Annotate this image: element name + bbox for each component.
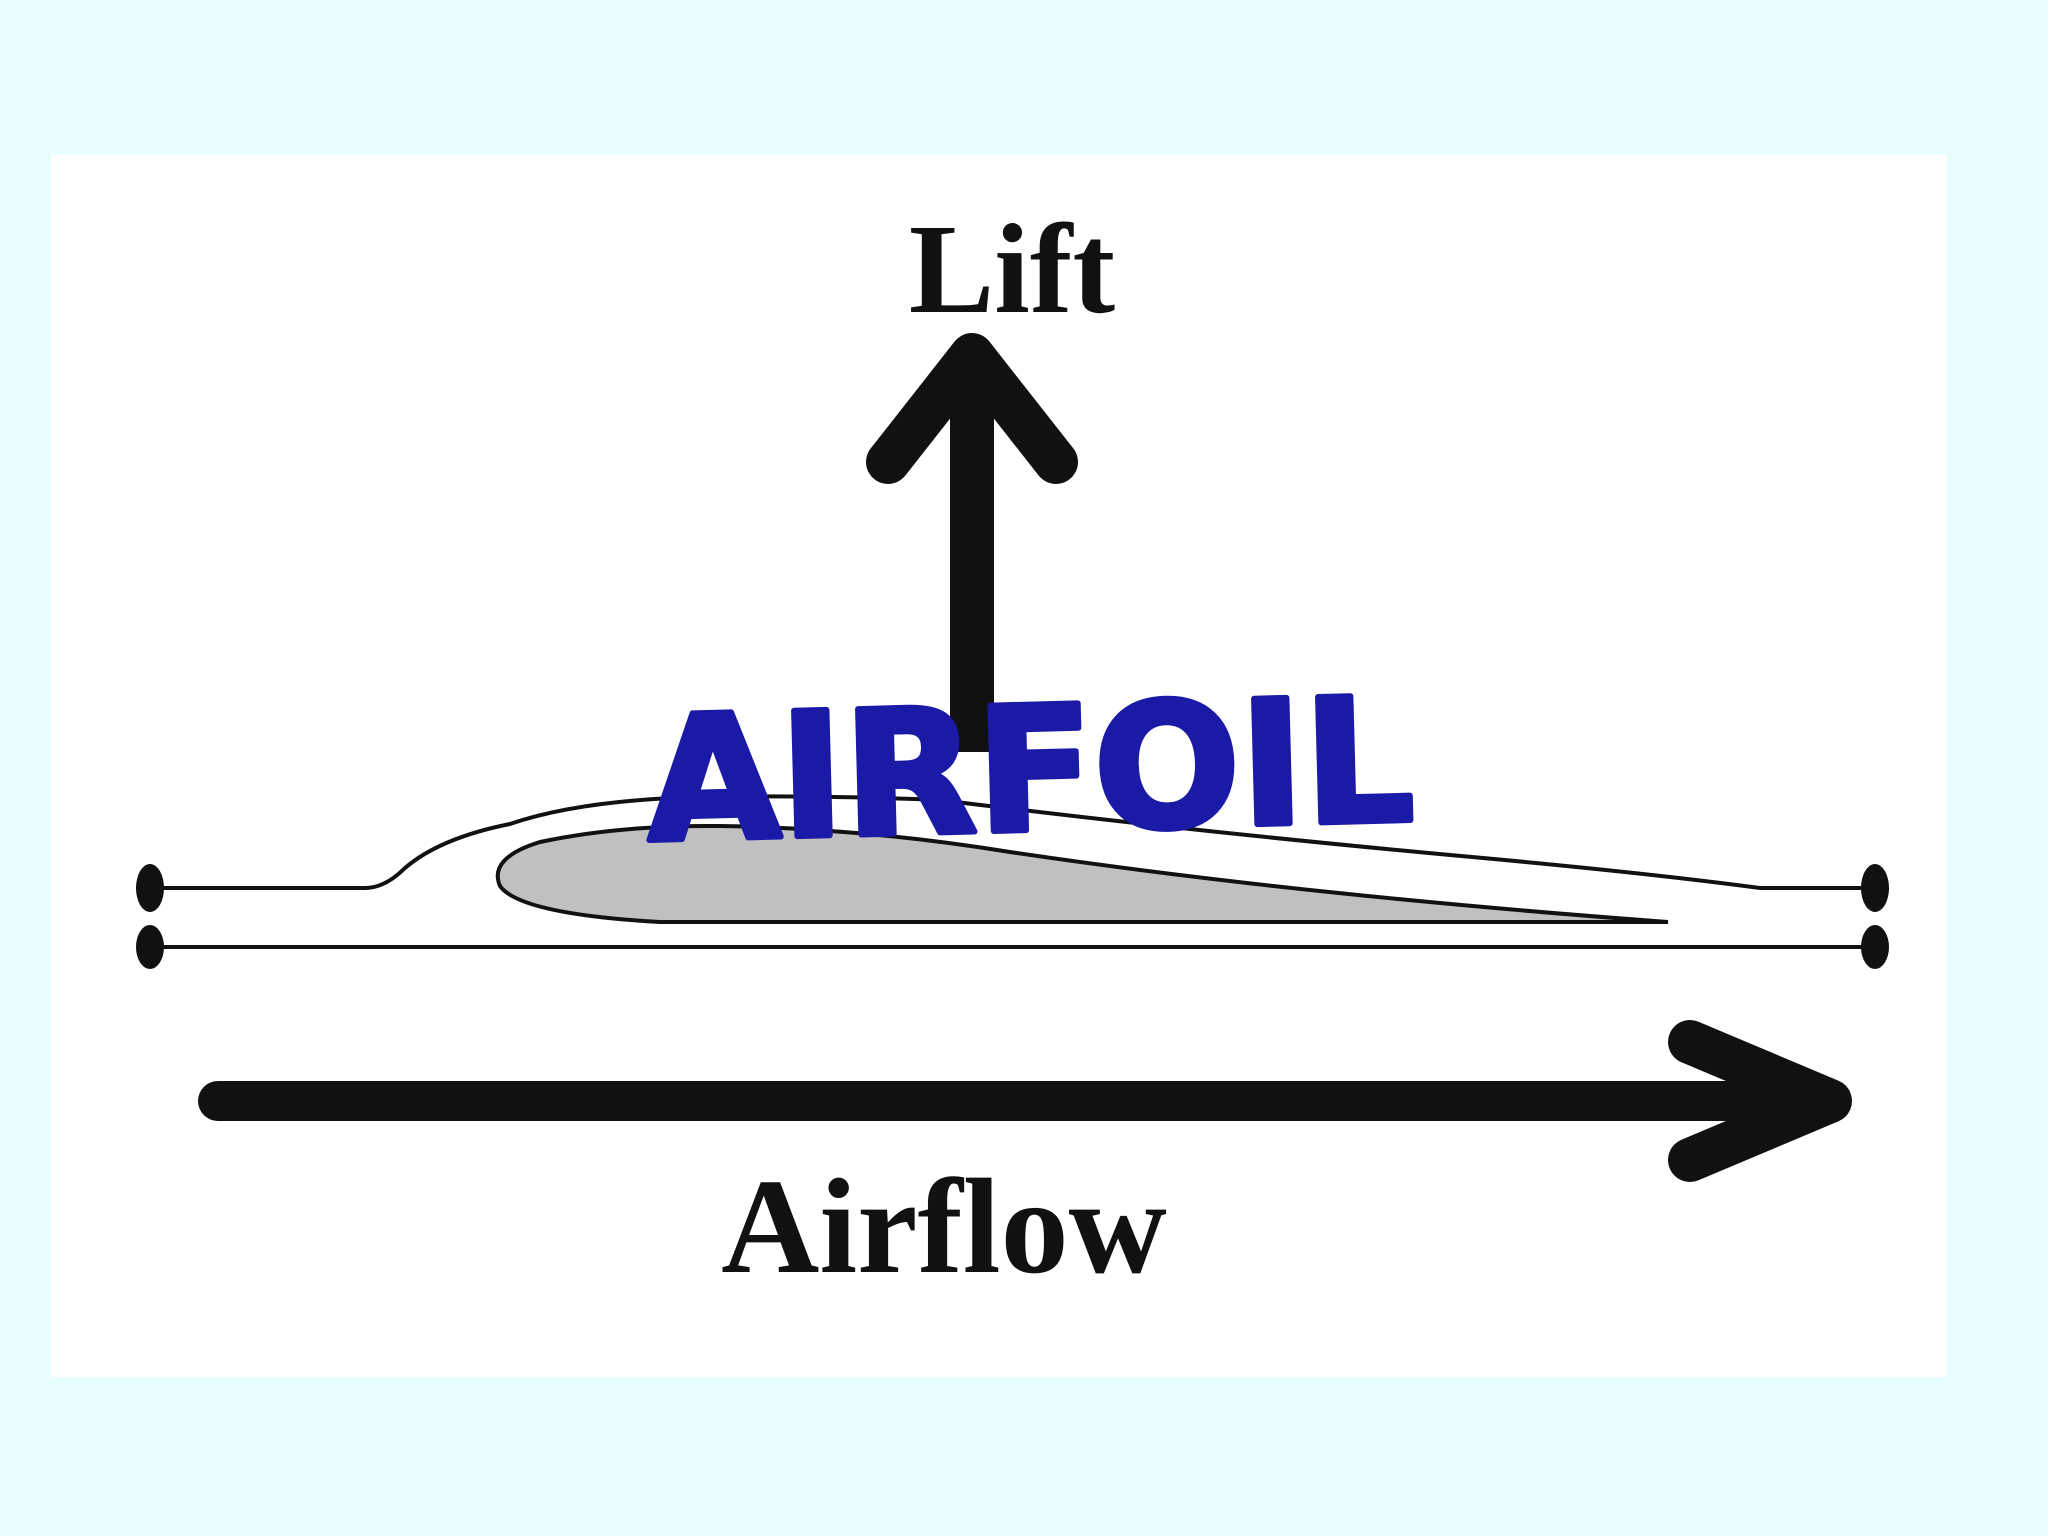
upper-streamline (150, 794, 1875, 890)
lift-label: Lift (909, 198, 1116, 340)
airfoil-title: AIRFOIL (644, 660, 1416, 881)
streamline-dot (136, 925, 164, 969)
streamline-dot (1861, 925, 1889, 969)
airfoil-shape (495, 823, 1669, 924)
airflow-arrow-head (1668, 1020, 1852, 1182)
airflow-arrow (198, 1020, 1852, 1182)
lift-arrow (866, 333, 1078, 752)
streamline-dot (136, 864, 164, 912)
airflow-label: Airflow (721, 1152, 1167, 1302)
lift-arrow-head (866, 333, 1078, 484)
streamline-dot (1861, 864, 1889, 912)
